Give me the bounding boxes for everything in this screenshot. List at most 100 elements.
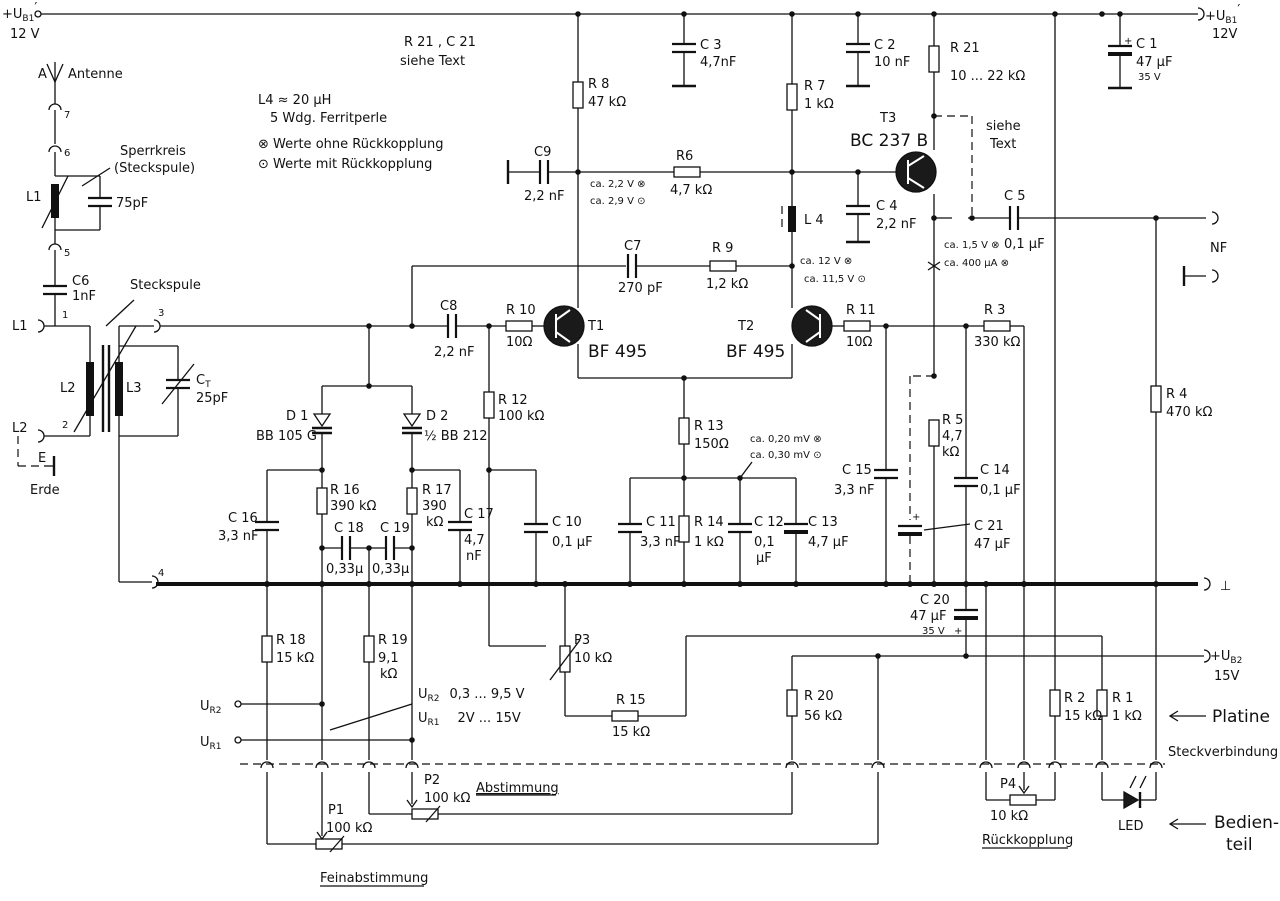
abstimmung-label: Abstimmung: [476, 781, 559, 796]
C8-label: C8: [440, 299, 457, 314]
C17-label: C 17: [464, 507, 494, 522]
feinabstimmung-label: Feinabstimmung: [320, 871, 428, 886]
R21-value: 10 ... 22 kΩ: [950, 69, 1025, 84]
steckspule-leader: [105, 299, 135, 327]
ub2-voltage: 15V: [1214, 669, 1240, 684]
T1-label: T1: [587, 319, 604, 334]
measurement-11-5V: ca. 11,5 V ⊙: [804, 274, 866, 285]
CT-value: 25pF: [196, 391, 228, 406]
R16-value: 390 kΩ: [330, 499, 376, 514]
emitter-network: [618, 378, 808, 587]
platine-label: Platine: [1212, 707, 1270, 727]
R2-value: 15 kΩ: [1064, 709, 1102, 724]
R1-value: 1 kΩ: [1112, 709, 1142, 724]
C1-plus: +: [1124, 36, 1132, 47]
P4-label: P4: [1000, 777, 1016, 792]
ub2-label: +UB2: [1210, 649, 1242, 666]
collector-R7-L4: [781, 14, 798, 308]
R10-value: 10Ω: [506, 335, 533, 350]
arrow-platine: [1168, 710, 1206, 722]
R6-label: R6: [676, 149, 693, 164]
R15-value: 15 kΩ: [612, 725, 650, 740]
capacitor-C3: [672, 14, 696, 88]
measurement-2-2V: ca. 2,2 V ⊗: [590, 179, 645, 190]
C20-voltage: 35 V: [922, 626, 945, 637]
pin-5: 5: [64, 248, 70, 259]
C21-plus: +: [912, 512, 920, 523]
capacitor-C20: [954, 584, 978, 659]
R6-value: 4,7 kΩ: [670, 183, 712, 198]
R18-label: R 18: [276, 633, 306, 648]
R14-value: 1 kΩ: [694, 535, 724, 550]
left-bottom-network: [234, 548, 415, 760]
C18-value: 0,33µ: [326, 562, 363, 577]
C7-value: 270 pF: [618, 281, 663, 296]
measurement-0-30mV: ca. 0,30 mV ⊙: [750, 450, 822, 461]
transistor-T1: [505, 14, 585, 378]
R12-value: 100 kΩ: [498, 409, 544, 424]
C7-label: C7: [624, 239, 641, 254]
C2-label: C 2: [874, 38, 895, 53]
output-filter-network: [874, 326, 978, 587]
R16-label: R 16: [330, 483, 360, 498]
steckspule-paren-label: (Steckspule): [114, 161, 195, 176]
input-coils-L2-L3: [17, 319, 195, 589]
pin-2: 2: [62, 420, 68, 431]
C17-value: 4,7: [464, 533, 485, 548]
legend-without-feedback: ⊗ Werte ohne Rückkopplung: [258, 137, 443, 152]
C5-label: C 5: [1004, 189, 1025, 204]
supply-rail-ub1: [34, 7, 1205, 21]
R2-label: R 2: [1064, 691, 1085, 706]
pin-4: 4: [158, 568, 164, 579]
E-label: E: [38, 451, 46, 466]
NF-label: NF: [1210, 241, 1227, 256]
D2-label: D 2: [426, 409, 448, 424]
measurement-2-9V: ca. 2,9 V ⊙: [590, 196, 645, 207]
R3-value: 330 kΩ: [974, 335, 1020, 350]
R20-value: 56 kΩ: [804, 709, 842, 724]
R8-value: 47 kΩ: [588, 95, 626, 110]
R1-label: R 1: [1112, 691, 1133, 706]
output-T3: [895, 14, 1219, 376]
note-siehe-text: siehe Text: [400, 54, 465, 69]
feedback-C7-R9: [626, 254, 795, 278]
R15-label: R 15: [616, 693, 646, 708]
T3-label: T3: [879, 111, 896, 126]
note-r21c21: R 21 , C 21: [404, 35, 476, 50]
measurement-1-5V: ca. 1,5 V ⊗: [944, 240, 999, 251]
capacitor-C6: [43, 250, 67, 326]
arrow-bedienteil: [1168, 818, 1206, 830]
capacitor-C1: [1108, 14, 1132, 90]
bias-C9-R6: [506, 160, 900, 184]
L2-input-label: L2: [12, 421, 28, 436]
L2-label: L2: [60, 381, 76, 396]
C13-value: 4,7 µF: [808, 535, 849, 550]
rueckkopplung-label: Rückkopplung: [982, 833, 1073, 848]
C3-value: 4,7nF: [700, 55, 736, 70]
L1-label: L1: [26, 190, 42, 205]
R13-label: R 13: [694, 419, 724, 434]
ur2-input-label: UR2: [200, 699, 222, 716]
C21-label: C 21: [974, 519, 1004, 534]
sperrkreis-label: Sperrkreis: [120, 144, 186, 159]
C5-value: 0,1 µF: [1004, 237, 1045, 252]
transistor-T2: [578, 305, 1025, 584]
C9-label: C9: [534, 145, 551, 160]
bedienteil-label-2: teil: [1226, 835, 1253, 855]
P2-value: 100 kΩ: [424, 791, 470, 806]
C16-label: C 16: [228, 511, 258, 526]
T2-label: T2: [737, 319, 754, 334]
R19-unit: kΩ: [380, 667, 398, 682]
C8-value: 2,2 nF: [434, 345, 475, 360]
L1-input-label: L1: [12, 319, 28, 334]
ub1-right-voltage: 12V: [1212, 27, 1238, 42]
C-75pF-label: 75pF: [116, 196, 148, 211]
T3-type: BC 237 B: [850, 131, 928, 151]
pin-1: 1: [62, 310, 68, 321]
NF-ground-symbol: [1182, 266, 1219, 286]
L4-label: L 4: [804, 213, 824, 228]
C1-voltage: 35 V: [1138, 72, 1161, 83]
